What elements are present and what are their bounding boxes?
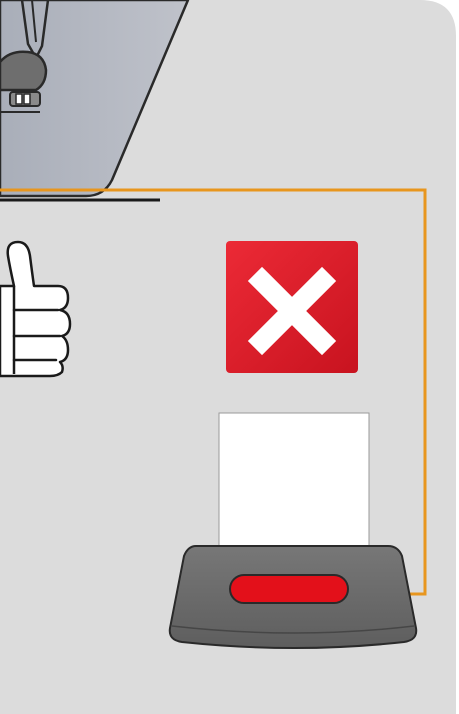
printer-paper <box>219 413 369 553</box>
printer-indicator-light <box>230 575 348 603</box>
x-mark-icon <box>226 241 358 373</box>
